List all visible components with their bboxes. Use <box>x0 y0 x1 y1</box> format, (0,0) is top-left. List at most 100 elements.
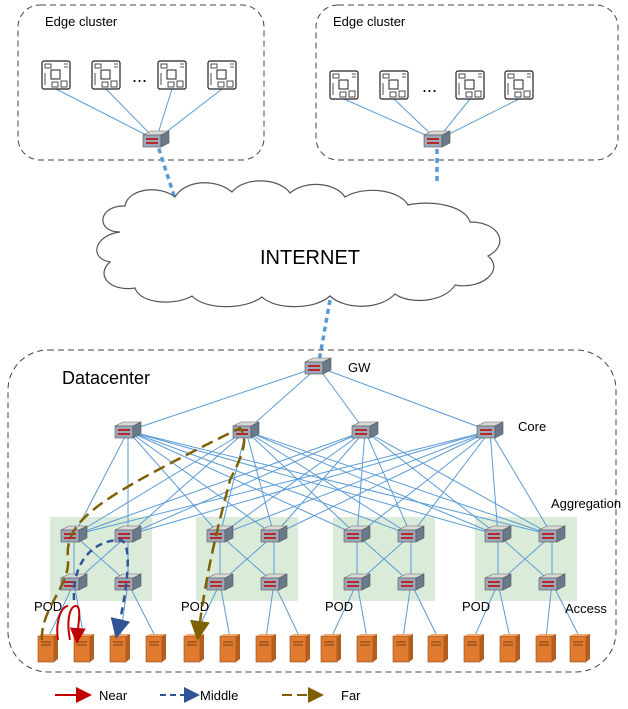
network-link <box>356 582 368 639</box>
network-link <box>402 582 412 639</box>
network-switch-icon <box>343 573 371 591</box>
edge-cluster-label: Edge cluster <box>333 14 406 29</box>
network-link <box>265 582 275 639</box>
network-link <box>316 299 332 368</box>
legend-far-label: Far <box>341 688 361 703</box>
network-link <box>364 430 412 536</box>
server-icon <box>427 634 448 663</box>
network-switch-icon <box>397 573 425 591</box>
network-link <box>245 366 319 432</box>
network-switch-icon <box>232 421 260 439</box>
server-icon <box>356 634 377 663</box>
network-switch-icon <box>484 525 512 543</box>
cloud-icon <box>96 180 501 308</box>
network-link <box>489 430 553 536</box>
network-link <box>105 88 157 141</box>
server-icon <box>255 634 276 663</box>
network-link <box>317 366 366 432</box>
edge-ellipsis: ... <box>132 66 147 86</box>
server-icon <box>109 634 130 663</box>
network-switch-icon <box>397 525 425 543</box>
network-link <box>489 430 499 536</box>
network-link <box>273 430 491 536</box>
server-icon <box>392 634 413 663</box>
network-link <box>55 88 157 141</box>
edge-board-icon <box>504 70 534 100</box>
far-path <box>40 426 246 641</box>
datacenter-label: Datacenter <box>62 368 150 388</box>
network-link <box>219 430 491 536</box>
server-icon <box>37 634 58 663</box>
server-icon <box>145 634 166 663</box>
network-switch-icon <box>484 573 512 591</box>
pod-label: POD <box>325 599 353 614</box>
network-link <box>219 582 231 639</box>
aggregation-label: Aggregation <box>551 496 621 511</box>
network-link <box>154 139 180 209</box>
server-icon <box>535 634 556 663</box>
network-link <box>127 430 412 536</box>
internet-label: INTERNET <box>260 247 360 269</box>
network-link <box>127 430 366 536</box>
network-switch-icon <box>343 525 371 543</box>
network-link <box>73 430 366 536</box>
network-switch-icon <box>260 573 288 591</box>
network-link <box>245 430 275 536</box>
network-link <box>127 366 319 432</box>
network-switch-icon <box>206 525 234 543</box>
network-link <box>245 430 499 536</box>
network-link <box>551 582 581 639</box>
network-link <box>219 430 247 536</box>
network-link <box>364 430 553 536</box>
network-switch-icon <box>206 573 234 591</box>
network-link <box>127 430 491 536</box>
edge-board-icon <box>379 70 409 100</box>
server-icon <box>569 634 590 663</box>
pod-label: POD <box>462 599 490 614</box>
network-link <box>127 430 499 536</box>
network-switch-icon <box>142 130 170 148</box>
edge-board-icon <box>207 60 237 90</box>
network-link <box>127 430 221 536</box>
edge-ellipsis: ... <box>422 76 437 96</box>
network-link <box>356 430 491 536</box>
legend: Near Middle Far <box>55 687 361 703</box>
network-link <box>273 430 366 536</box>
datacenter-box <box>7 349 617 673</box>
network-link <box>473 582 499 639</box>
network-link <box>545 582 553 639</box>
network-link <box>330 582 358 639</box>
network-link <box>245 430 358 536</box>
network-link <box>127 430 358 536</box>
network-switch-icon <box>304 357 332 375</box>
network-link <box>127 582 157 639</box>
server-icon <box>463 634 484 663</box>
network-link <box>436 98 520 141</box>
network-link <box>127 430 553 536</box>
core-label: Core <box>518 419 546 434</box>
network-switch-icon <box>114 573 142 591</box>
server-icon <box>219 634 240 663</box>
edge-board-icon <box>91 60 121 90</box>
network-switch-icon <box>114 525 142 543</box>
network-link <box>343 98 438 141</box>
access-label: Access <box>565 601 607 616</box>
edge-cluster-label: Edge cluster <box>45 14 118 29</box>
network-link <box>73 430 491 536</box>
network-link <box>127 430 275 536</box>
network-switch-icon <box>423 130 451 148</box>
network-links <box>47 88 581 639</box>
network-link <box>219 430 366 536</box>
edge-cluster-box-right <box>315 4 619 161</box>
edge-board-layer <box>41 60 534 100</box>
network-link <box>410 582 439 639</box>
network-link <box>245 430 412 536</box>
edge-cluster-box-left <box>17 4 265 161</box>
network-link <box>410 430 491 536</box>
near-path <box>67 604 86 644</box>
network-switch-icon <box>114 421 142 439</box>
network-link <box>245 430 553 536</box>
network-link <box>356 430 366 536</box>
edge-board-icon <box>329 70 359 100</box>
